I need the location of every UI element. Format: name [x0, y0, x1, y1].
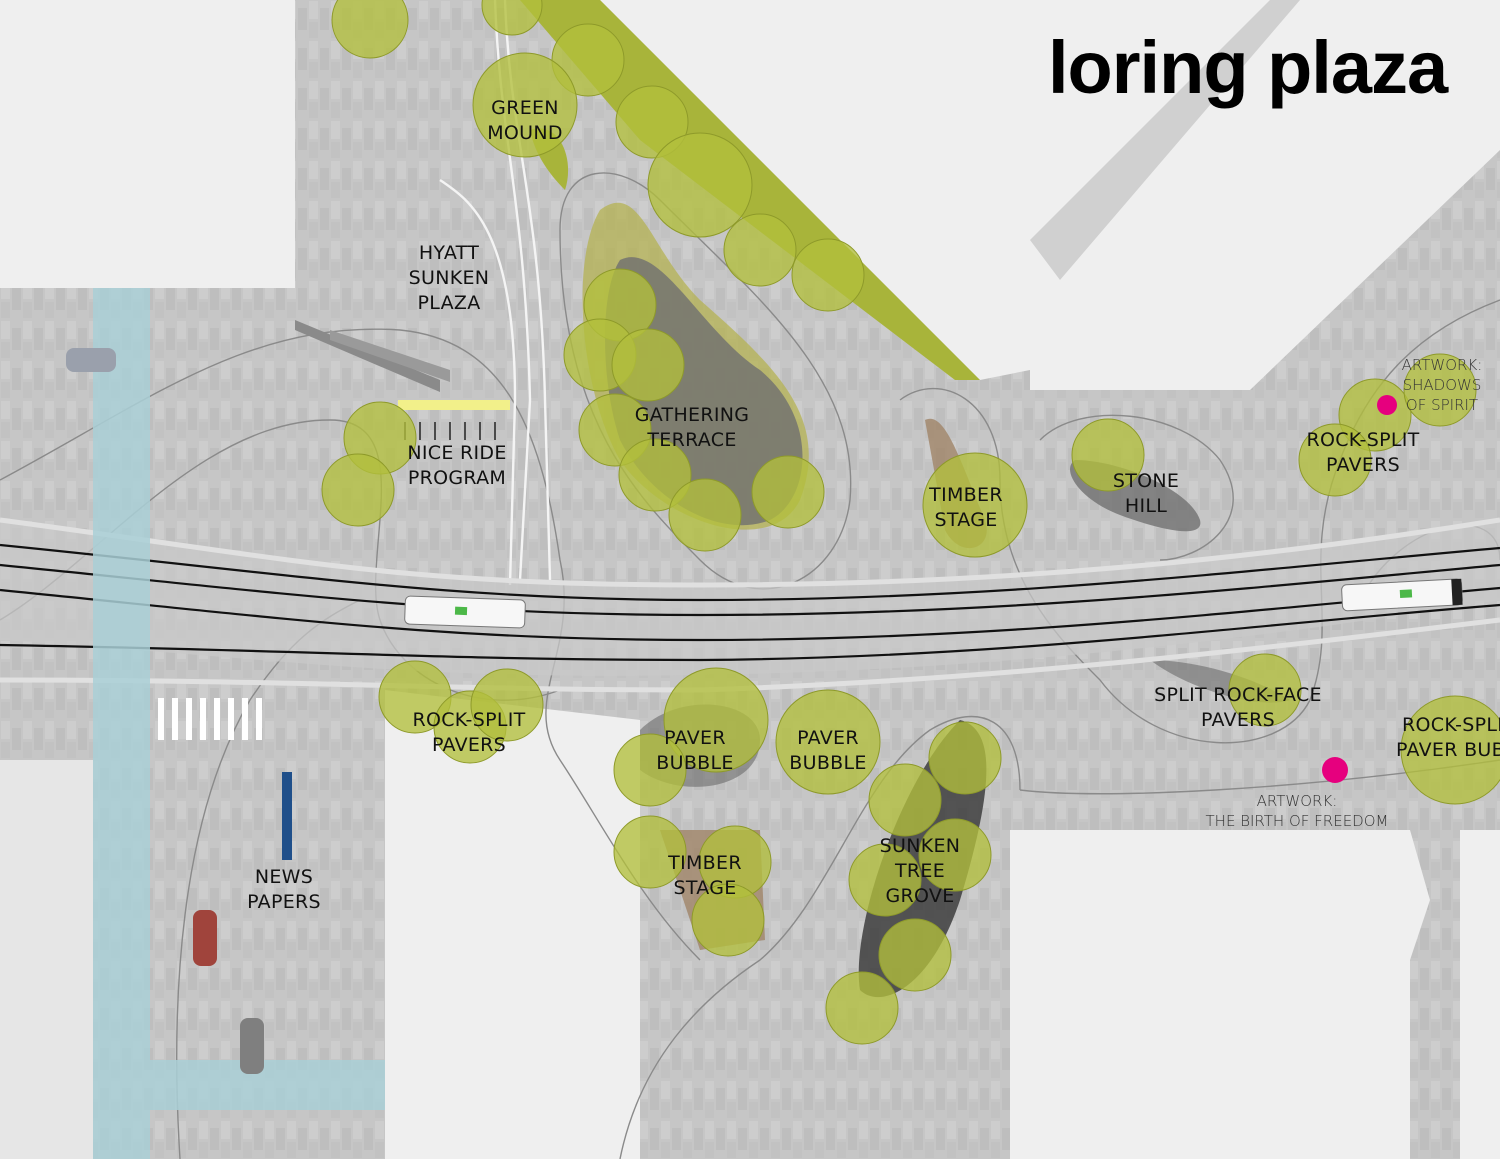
- label-artwork-birth-of-freedom: ARTWORK:THE BIRTH OF FREEDOM: [1206, 792, 1389, 830]
- street: [93, 288, 385, 1159]
- artwork-marker-icon: [1377, 395, 1397, 415]
- tree-canopy-icons: [321, 0, 1500, 1045]
- page-title: loring plaza: [1048, 26, 1449, 109]
- tram-icon: [1341, 578, 1463, 612]
- stairs: [295, 320, 450, 392]
- news-boxes: [282, 772, 292, 860]
- artwork-marker-icon: [1322, 757, 1348, 783]
- tram-icon: [404, 595, 526, 629]
- tram-corridor: [0, 517, 1500, 693]
- car-icon: [240, 1018, 264, 1074]
- car-icon: [193, 910, 217, 966]
- crosswalk-icon: [158, 698, 262, 740]
- car-icon: [66, 348, 116, 372]
